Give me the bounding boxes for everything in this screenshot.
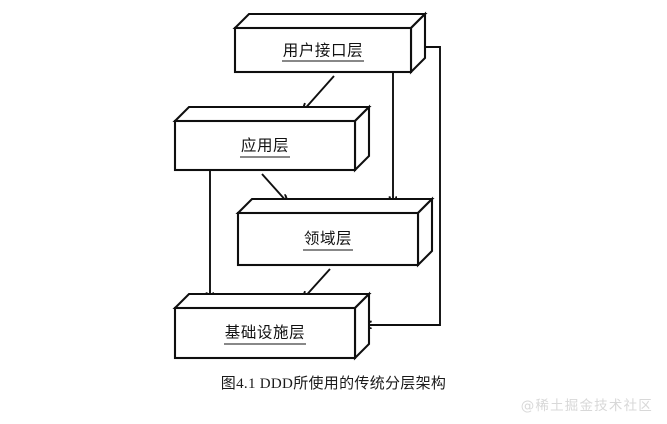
node-label-user-interface-layer: 用户接口层 (283, 42, 364, 60)
node-application-layer[interactable]: 应用层 (172, 104, 372, 173)
node-label-domain-layer: 领域层 (304, 230, 352, 248)
edge-ui-to-infrastructure (363, 46, 441, 325)
figure-caption: 图4.1 DDD所使用的传统分层架构 (220, 376, 447, 392)
node-user-interface-layer[interactable]: 用户接口层 (232, 11, 428, 75)
node-domain-layer[interactable]: 领域层 (235, 196, 435, 268)
node-label-infrastructure-layer: 基础设施层 (225, 324, 306, 342)
node-infrastructure-layer[interactable]: 基础设施层 (172, 291, 372, 361)
node-label-application-layer: 应用层 (241, 136, 289, 155)
watermark: @稀土掘金技术社区 (520, 398, 653, 414)
